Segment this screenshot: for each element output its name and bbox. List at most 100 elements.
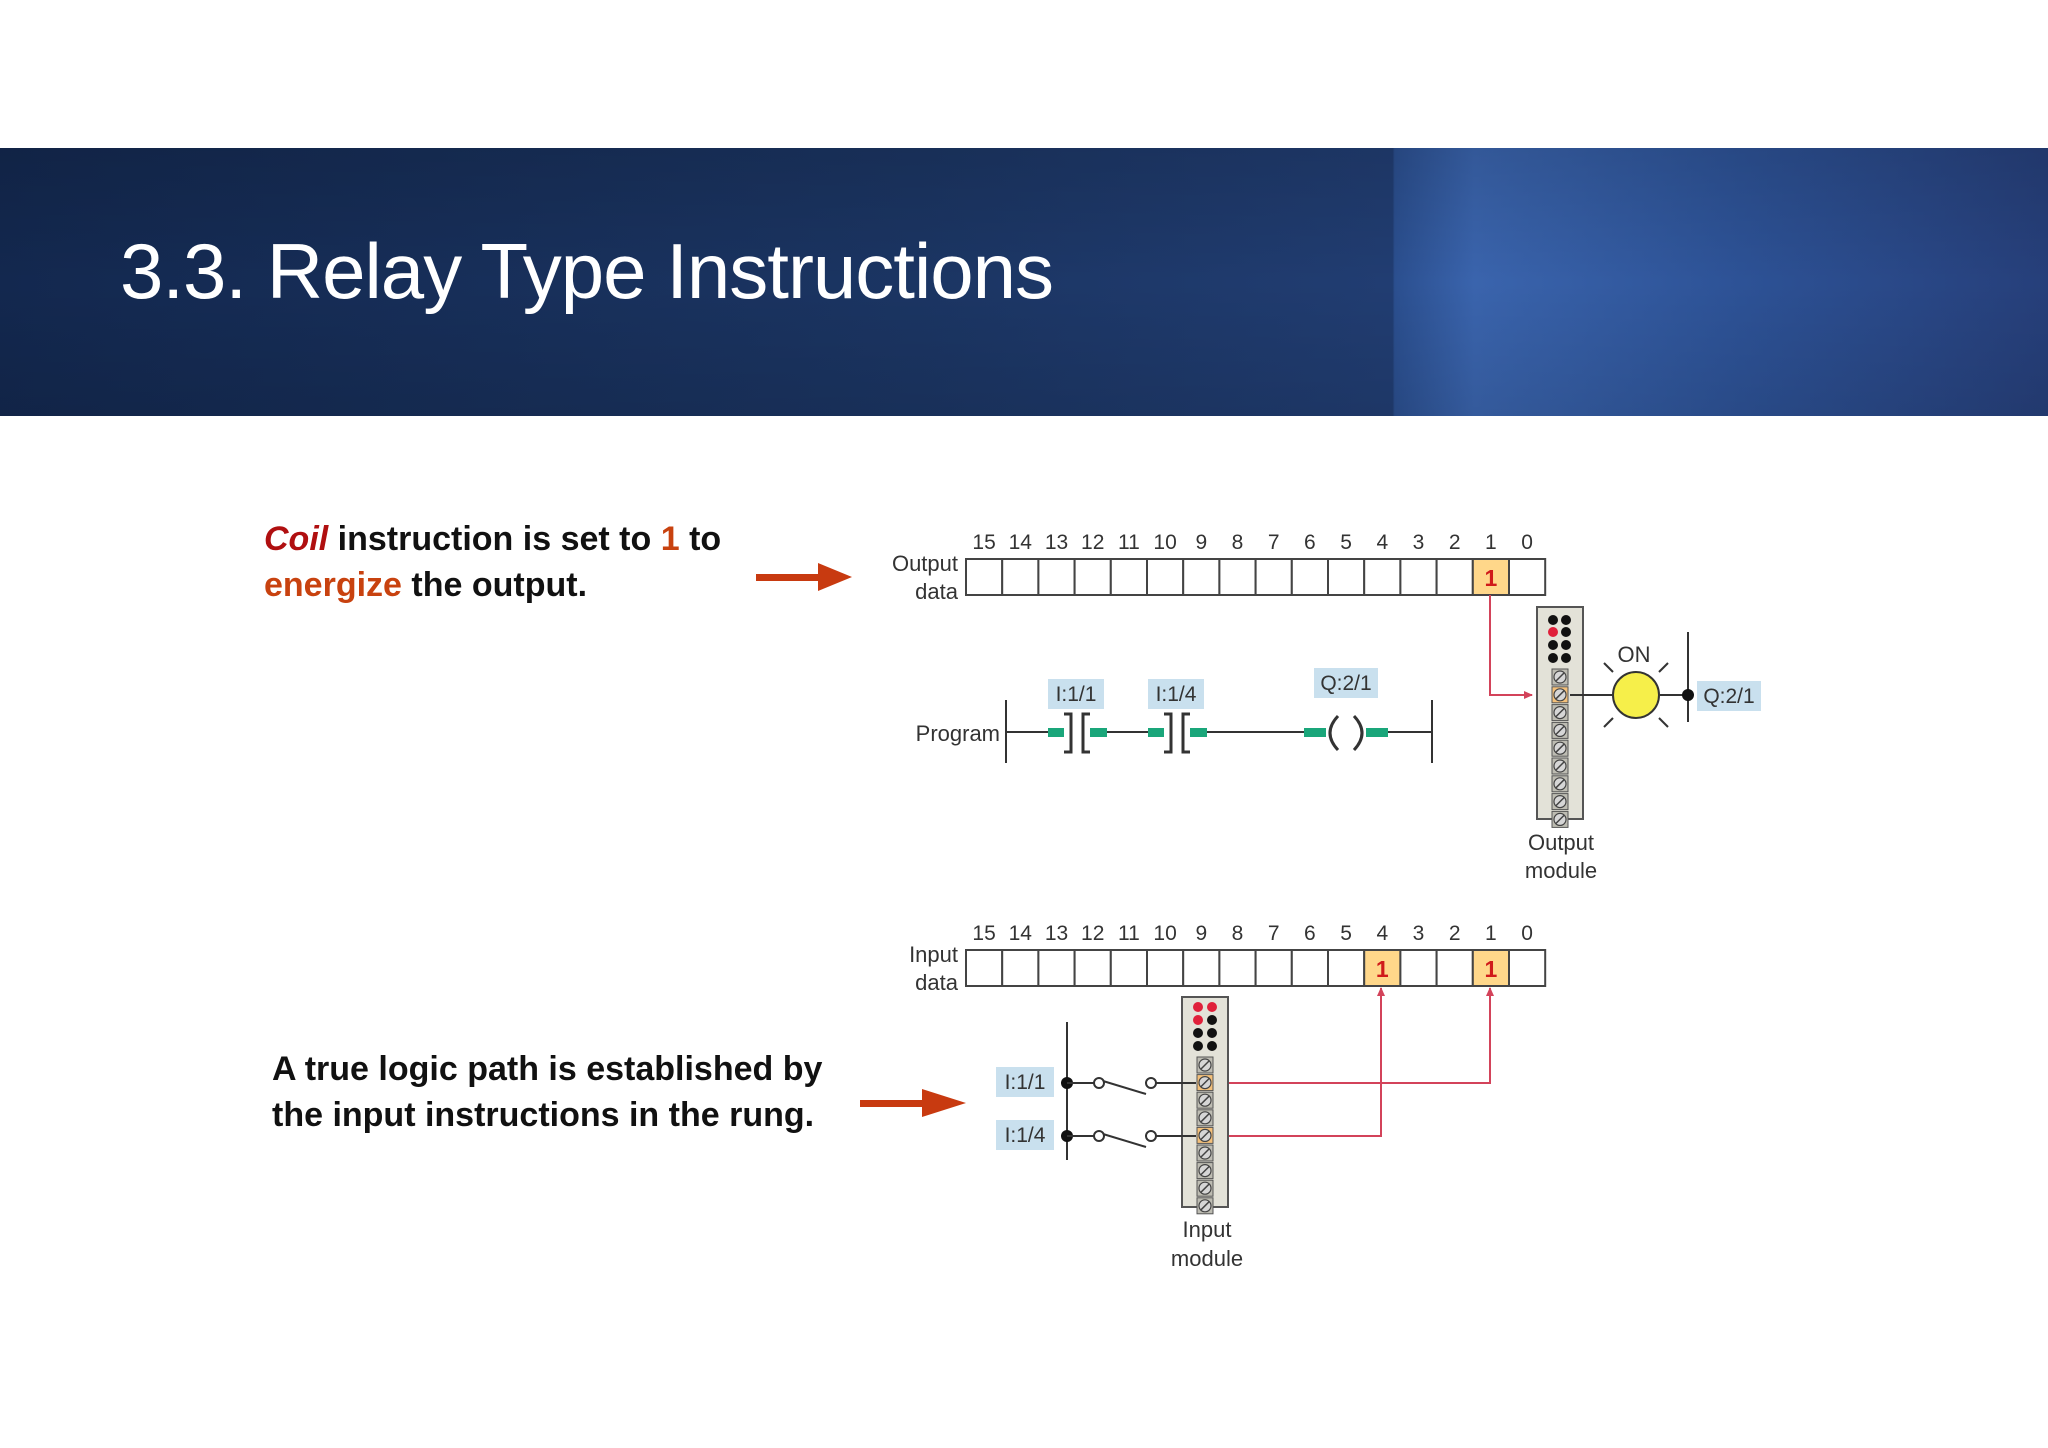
switch-i14 — [1061, 1130, 1196, 1148]
output-bit-wire — [1489, 595, 1533, 699]
input-bit-cell-12 — [1073, 949, 1112, 987]
input-bit-cell-7 — [1254, 949, 1293, 987]
switch-i11-tag: I:1/1 — [1005, 1071, 1046, 1094]
output-bit-cell-12 — [1073, 558, 1112, 596]
input-bit-cell-3 — [1399, 949, 1438, 987]
lamp-junction — [1682, 689, 1694, 701]
output-bit-cell-10 — [1146, 558, 1185, 596]
input-bit-number-0: 0 — [1521, 922, 1533, 945]
output-data-register: 1 — [965, 558, 1547, 596]
input-bit-cell-15 — [965, 949, 1004, 987]
switch-i14-tag: I:1/4 — [1005, 1124, 1046, 1147]
input-bit4-wire — [1226, 987, 1385, 1137]
input-bit-cell-0 — [1508, 949, 1547, 987]
output-bit-cell-1 — [1471, 558, 1511, 596]
output-bit-cell-9 — [1182, 558, 1221, 596]
terminal-screw-slot — [1200, 1130, 1210, 1140]
input-module — [1181, 996, 1229, 1215]
input-module-leds — [1193, 1002, 1217, 1051]
input-bit-number-6: 6 — [1304, 922, 1316, 945]
output-bit-cell-8 — [1218, 558, 1257, 596]
output-bit-number-14: 14 — [1009, 531, 1033, 554]
title-banner — [0, 148, 2048, 416]
input-data-label-1: Input — [909, 942, 958, 967]
caption-coil-text3: the output. — [401, 566, 588, 604]
input-bit-cell-2 — [1435, 949, 1474, 987]
input-bit-number-12: 12 — [1081, 922, 1104, 945]
terminal-screw-slot — [1555, 708, 1565, 718]
input-bit-number-15: 15 — [972, 922, 995, 945]
input-bit-number-13: 13 — [1045, 922, 1068, 945]
input-bit-number-5: 5 — [1340, 922, 1352, 945]
switch-i14-tag-box — [996, 1120, 1054, 1150]
output-bit-cell-11 — [1109, 558, 1149, 596]
output-data-label-1: Output — [892, 551, 958, 576]
input-module-terminals — [1196, 1056, 1214, 1215]
output-bit-cell-6 — [1290, 558, 1330, 596]
output-bit-number-10: 10 — [1153, 531, 1176, 554]
contact-i11 — [1048, 712, 1107, 754]
caption-coil-value: 1 — [660, 520, 680, 558]
output-module-terminals — [1551, 668, 1569, 828]
arrow-to-output-data — [756, 563, 852, 591]
input-bit-number-7: 7 — [1268, 922, 1280, 945]
input-bit-cell-8 — [1218, 949, 1257, 987]
output-bit-number-2: 2 — [1449, 531, 1461, 554]
caption-energize-word: energize — [264, 566, 402, 604]
output-bit-number-15: 15 — [972, 531, 995, 554]
terminal-screw-slot — [1200, 1201, 1210, 1211]
input-data-label-2: data — [915, 970, 959, 995]
input-bit-number-4: 4 — [1376, 922, 1388, 945]
output-bit-number-11: 11 — [1118, 531, 1140, 554]
terminal-screw-slot — [1555, 779, 1565, 789]
contact-i11-tag: I:1/1 — [1056, 683, 1097, 706]
terminal-screw-slot — [1200, 1060, 1210, 1070]
terminal-screw-slot — [1555, 814, 1565, 824]
input-bit-value-1: 1 — [1485, 956, 1498, 982]
output-bit-cell-14 — [1001, 558, 1040, 596]
coil-q21-tag-box — [1314, 668, 1378, 698]
output-bit-cell-13 — [1037, 558, 1076, 596]
terminal-screw-slot — [1200, 1078, 1210, 1088]
caption-coil-text1: instruction is set to — [328, 520, 661, 558]
output-bit-cell-0 — [1508, 558, 1547, 596]
caption-logic-line1: A true logic path is established by — [272, 1050, 823, 1088]
input-bit-value-4: 1 — [1376, 956, 1389, 982]
caption-logic-line2: the input instructions in the rung. — [272, 1096, 815, 1134]
output-module-leds — [1548, 615, 1571, 663]
input-bit-cell-13 — [1037, 949, 1076, 987]
terminal-screw-slot — [1555, 690, 1565, 700]
input-bit-cell-11 — [1109, 949, 1149, 987]
terminal-screw-slot — [1555, 743, 1565, 753]
output-bit-number-0: 0 — [1521, 531, 1533, 554]
output-bit-number-5: 5 — [1340, 531, 1352, 554]
lamp-tag-box — [1697, 681, 1761, 711]
lamp-state-label: ON — [1618, 642, 1651, 667]
contact-i14-tag-box — [1148, 679, 1204, 709]
contact-i14 — [1148, 712, 1207, 754]
lamp-rays — [1603, 662, 1669, 728]
contact-i14-tag: I:1/4 — [1156, 683, 1197, 706]
output-bit-cell-5 — [1327, 558, 1366, 596]
output-data-label-2: data — [915, 579, 959, 604]
input-bit-number-1: 1 — [1485, 922, 1497, 945]
caption-coil-word: Coil — [264, 520, 329, 558]
banner-shade — [0, 148, 2048, 416]
coil-q21 — [1304, 712, 1388, 754]
output-bit-number-12: 12 — [1081, 531, 1104, 554]
terminal-screw-slot — [1555, 725, 1565, 735]
lamp-icon — [1612, 671, 1660, 719]
terminal-screw-slot — [1555, 797, 1565, 807]
lamp-tag: Q:2/1 — [1703, 685, 1754, 708]
output-bit-number-3: 3 — [1413, 531, 1425, 554]
output-bit-number-8: 8 — [1232, 531, 1244, 554]
output-bit-cell-4 — [1363, 558, 1402, 596]
terminal-screw-slot — [1200, 1113, 1210, 1123]
output-bit-number-13: 13 — [1045, 531, 1068, 554]
input-bit-number-2: 2 — [1449, 922, 1461, 945]
output-bit-number-7: 7 — [1268, 531, 1280, 554]
terminal-screw-slot — [1200, 1095, 1210, 1105]
input-bit-cell-10 — [1146, 949, 1185, 987]
